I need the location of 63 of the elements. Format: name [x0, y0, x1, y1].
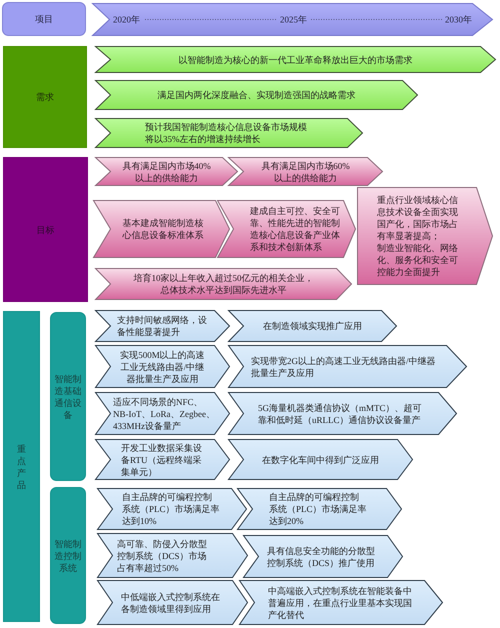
milestone-text: 中高端嵌入式控制系统在智能装备中普遍应用，在重点行业里基本实现国产化替代 — [268, 584, 413, 620]
milestone-text: 实现带宽2G以上的高速工业无线路由器/中继器批量生产及应用 — [251, 354, 436, 378]
milestone-text: 具有满足国内市场60%以上的供给能力 — [260, 160, 351, 184]
year-label: 2030年 — [445, 14, 472, 25]
chevron-box — [95, 46, 496, 73]
chevron-box — [95, 118, 363, 148]
chevron-box — [228, 157, 383, 186]
milestone-text: 自主品牌的可编程控制系统（PLC）市场满足率达到20% — [269, 491, 368, 527]
chevron-box — [237, 488, 402, 530]
category-box — [3, 46, 87, 148]
chevron-box — [95, 157, 238, 186]
milestone-text: 预计我国智能制造核心信息设备市场规模将以35%左右的增速持续增长 — [145, 121, 308, 145]
year-label: 2025年 — [280, 14, 307, 25]
subcategory-box — [50, 487, 86, 624]
milestone-text: 支持时间敏感网络，设备性能显著提升 — [117, 314, 208, 338]
category-label: 项目 — [35, 13, 53, 25]
chevron-box — [228, 392, 457, 435]
chevron-box — [95, 80, 418, 110]
milestone-text: 培育10家以上年收入超过50亿元的相关企业，总体技术水平达到国际先进水平 — [132, 272, 314, 296]
chevron-box — [95, 345, 230, 388]
chevron-box — [243, 535, 403, 578]
milestone-text: 建成自主可控、安全可靠、性能先进的智能制造核心信息设备产业体系和技术创新体系 — [250, 205, 341, 253]
category-box — [3, 157, 88, 302]
category-label: 需求 — [36, 91, 54, 103]
category-label: 重点产品 — [16, 442, 26, 490]
subcategory-label: 智能制造基础通信设备 — [54, 372, 82, 420]
category-box — [2, 2, 86, 36]
pentagon-box — [357, 187, 493, 285]
milestone-text: 适应不同场景的NFC、NB-IoT、LoRa、Zegbee、433MHz设备量产 — [113, 396, 216, 432]
chevron-box — [95, 392, 230, 435]
milestone-text: 自主品牌的可编程控制系统（PLC）市场满足率达到10% — [122, 491, 221, 527]
milestone-text: 满足国内两化深度融合、实现制造强国的战略需求 — [158, 89, 356, 101]
chevron-box — [228, 310, 397, 342]
chevron-box — [217, 200, 356, 258]
chevron-box — [97, 580, 248, 625]
chevron-box — [228, 345, 467, 388]
milestone-text: 制造业智能化、网络化、服务化和安全可控能力全面提升 — [377, 242, 459, 278]
chevron-box — [95, 310, 230, 342]
milestone-text: 实现500M以上的高速工业无线路由器/中继器批量生产及应用 — [119, 348, 206, 384]
chevron-box — [95, 439, 230, 480]
milestone-text: 5G海量机器类通信协议（mMTC）、超可靠和低时延（uRLLC）通信协议设备量产 — [258, 402, 423, 426]
milestone-text: 以智能制造为核心的新一代工业革命释放出巨大的市场需求 — [178, 54, 412, 66]
chevron-box — [95, 268, 352, 300]
milestone-text: 具有满足国内市场40%以上的供给能力 — [121, 160, 212, 184]
chevron-box — [228, 439, 413, 480]
milestone-text: 在数字化车间中得到广泛应用 — [262, 454, 379, 466]
category-label: 目标 — [36, 224, 54, 236]
milestone-text: 中低端嵌入式控制系统在各制造领域里得到应用 — [121, 590, 221, 614]
category-box — [3, 311, 40, 622]
milestone-text: 重点行业领域核心信息技术设备全面实现国产化，国际市场占有率显著提高； — [377, 194, 459, 242]
milestone-text: 高可靠、防侵入分散型控制系统（DCS）市场占有率超过50% — [117, 538, 208, 574]
chevron-box — [239, 580, 443, 625]
milestone-text: 在制造领域实现推广应用 — [263, 320, 362, 332]
timeline-band — [92, 3, 493, 36]
subcategory-label: 智能制造控制系统 — [54, 538, 82, 574]
chevron-box — [97, 533, 248, 578]
subcategory-box — [50, 312, 86, 481]
chevron-box — [97, 488, 247, 530]
milestone-text: 基本建成智能制造核心信息设备标准体系 — [122, 217, 204, 241]
milestone-text: 具有信息安全功能的分散型控制系统（DCS）推广使用 — [267, 544, 376, 568]
year-label: 2020年 — [113, 14, 140, 25]
chevron-box — [93, 200, 230, 258]
milestone-text: 开发工业数据采集设备RTU（远程终端采集单元） — [121, 442, 203, 478]
